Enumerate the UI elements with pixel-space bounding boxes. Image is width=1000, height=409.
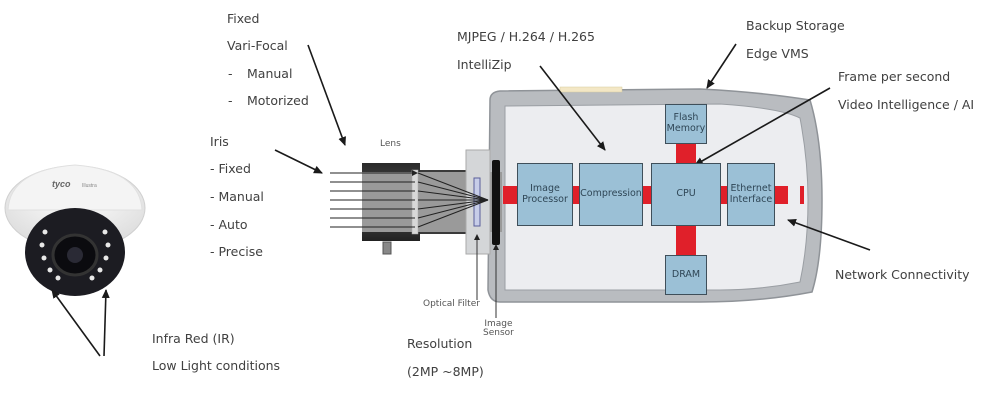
cpu-arrow (694, 87, 831, 166)
iris-auto: - Auto (210, 217, 248, 232)
iris-fixed: - Fixed (210, 161, 251, 176)
video-intelligence-label: Video Intelligence / AI (838, 97, 975, 112)
intellizip-label: IntelliZip (457, 57, 512, 72)
bus-processor-to-compression (571, 186, 580, 204)
network-connectivity-label: Network Connectivity (835, 267, 970, 282)
bus-ethernet-to-port (774, 186, 788, 204)
bus-cpu-to-dram (676, 226, 696, 256)
edge-vms-label: Edge VMS (746, 46, 809, 61)
bus-compression-to-cpu (642, 186, 652, 204)
ir-arrow-right (101, 289, 110, 357)
ir-arrow-left (51, 289, 101, 357)
dome-camera-photo: tyco Illustra (4, 164, 146, 296)
iris-precise: - Precise (210, 244, 263, 259)
resolution-range-label: (2MP ~8MP) (407, 364, 484, 379)
infrared-label: Infra Red (IR) (152, 331, 235, 346)
compression-codecs-label: MJPEG / H.264 / H.265 (457, 29, 595, 44)
iris-title: Iris (210, 134, 229, 149)
backup-storage-label: Backup Storage (746, 18, 845, 33)
focal-bullet-2: - (228, 93, 233, 108)
fps-label: Frame per second (838, 69, 951, 84)
block-cpu: CPU (651, 163, 721, 226)
camera-model-text: Illustra (82, 183, 97, 189)
block-dram: DRAM (665, 255, 707, 295)
bus-cpu-to-ethernet (720, 186, 728, 204)
focal-bullet-1: - (228, 66, 233, 81)
compression-arrow (539, 65, 606, 151)
focal-fixed-label: Fixed (227, 11, 260, 26)
focal-manual-label: Manual (247, 66, 293, 81)
camera-brand-text: tyco (52, 179, 71, 189)
resolution-label: Resolution (407, 336, 473, 351)
iris-manual: - Manual (210, 189, 264, 204)
optical-filter-label: Optical Filter (423, 299, 480, 309)
focal-varifocal-label: Vari-Focal (227, 38, 288, 53)
iris-arrow (274, 149, 323, 174)
bus-sensor-to-processor (503, 186, 519, 204)
block-compression: Compression (579, 163, 643, 226)
lens-assembly (330, 149, 502, 255)
storage-arrow (706, 43, 737, 89)
focal-motorized-label: Motorized (247, 93, 309, 108)
low-light-label: Low Light conditions (152, 358, 281, 373)
bus-external-port (800, 186, 804, 204)
tooltip-strip (559, 86, 623, 93)
network-arrow (787, 218, 871, 251)
lens-label: Lens (380, 139, 401, 149)
focal-arrow (307, 44, 346, 146)
bus-flash-to-cpu (676, 143, 696, 164)
